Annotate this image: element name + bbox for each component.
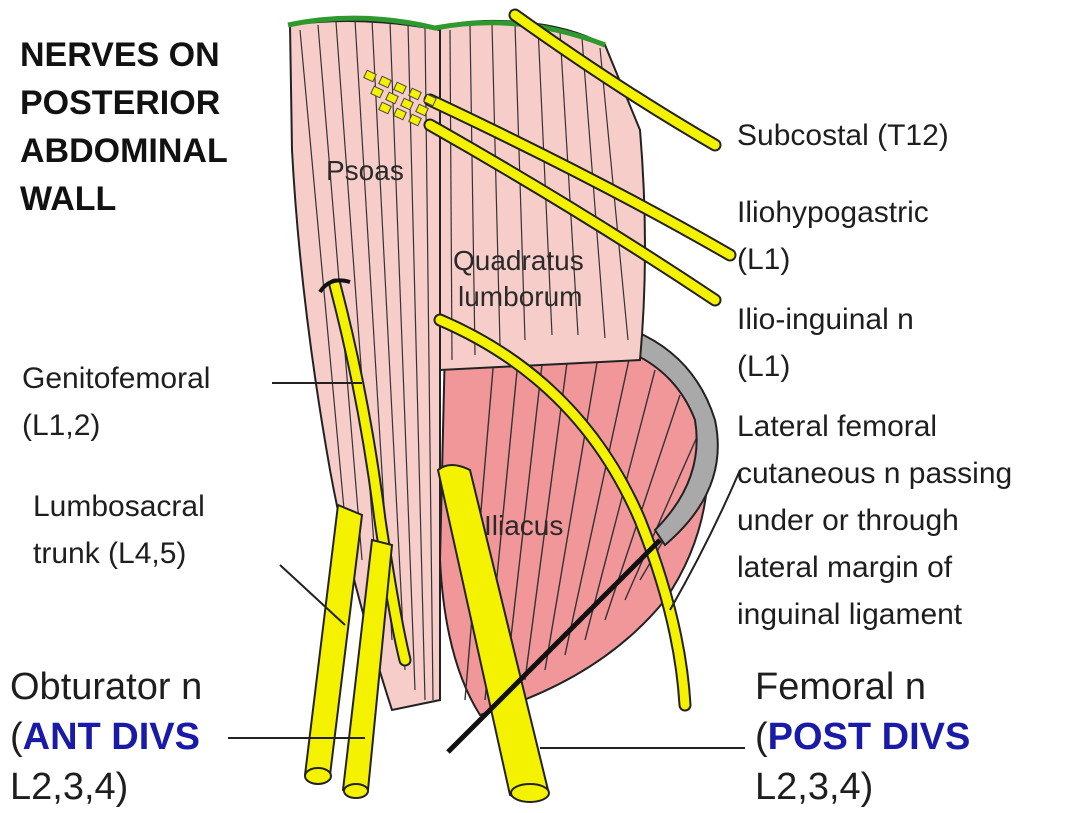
lateral-femoral-label-line-3: under or through bbox=[737, 506, 959, 536]
iliohypogastric-label-line-1: Iliohypogastric bbox=[737, 198, 929, 228]
obturator-label-line-2: (ANT DIVS bbox=[10, 718, 200, 756]
obturator-open-paren: ( bbox=[10, 716, 23, 758]
ilioinguinal-label-line-1: Ilio-inguinal n bbox=[737, 305, 914, 335]
femoral-nerve-end bbox=[511, 784, 549, 802]
diagram-title-line-4: WALL bbox=[20, 182, 116, 216]
quadratus-label-line-2: lumborum bbox=[458, 283, 582, 311]
psoas-label: Psoas bbox=[326, 157, 404, 185]
obturator-divisions: ANT DIVS bbox=[23, 716, 200, 758]
femoral-divisions: POST DIVS bbox=[768, 716, 971, 758]
femoral-label-line-2: (POST DIVS bbox=[755, 718, 970, 756]
subcostal-label: Subcostal (T12) bbox=[737, 121, 949, 151]
diagram-title-line-2: POSTERIOR bbox=[20, 86, 220, 120]
lumbosacral-trunk-end bbox=[305, 768, 331, 784]
obturator-label-line-3: L2,3,4) bbox=[10, 768, 128, 806]
lumbosacral-label-line-1: Lumbosacral bbox=[33, 492, 205, 522]
lateral-femoral-label-line-1: Lateral femoral bbox=[737, 412, 937, 442]
lateral-femoral-label-line-2: cutaneous n passing bbox=[737, 459, 1012, 489]
ilioinguinal-label-line-2: (L1) bbox=[737, 352, 790, 382]
lateral-femoral-label-line-4: lateral margin of bbox=[737, 553, 952, 583]
femoral-open-paren: ( bbox=[755, 716, 768, 758]
femoral-label-line-3: L2,3,4) bbox=[755, 768, 873, 806]
obturator-nerve-end bbox=[344, 784, 368, 798]
genitofemoral-label-line-1: Genitofemoral bbox=[22, 364, 210, 394]
lumbosacral-label-line-2: trunk (L4,5) bbox=[33, 539, 186, 569]
diagram-title-line-3: ABDOMINAL bbox=[20, 134, 228, 168]
diagram-title-line-1: NERVES ON bbox=[20, 38, 220, 72]
iliohypogastric-label-line-2: (L1) bbox=[737, 245, 790, 275]
genitofemoral-label-line-2: (L1,2) bbox=[22, 411, 100, 441]
iliacus-label: Iliacus bbox=[484, 512, 563, 540]
quadratus-label-line-1: Quadratus bbox=[453, 247, 584, 275]
femoral-label-line-1: Femoral n bbox=[755, 668, 926, 706]
obturator-label-line-1: Obturator n bbox=[10, 668, 202, 706]
lateral-femoral-label-line-5: inguinal ligament bbox=[737, 600, 962, 630]
